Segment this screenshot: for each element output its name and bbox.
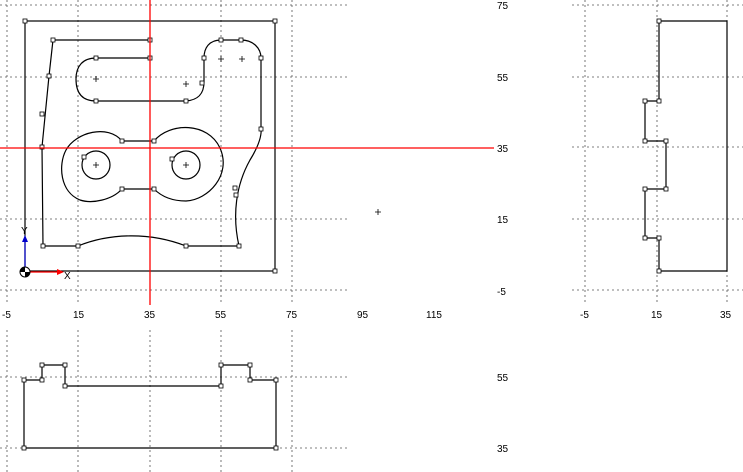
tick-label: 15 [651, 310, 663, 321]
origin-marker-icon [19, 266, 31, 278]
tick-label: 75 [497, 1, 509, 12]
right-hole [171, 150, 201, 180]
tick-label: 15 [73, 310, 85, 321]
left-hole [81, 150, 111, 180]
double-boss-outline [61, 127, 224, 203]
y-axis-label: Y [21, 226, 28, 237]
tick-label: 35 [497, 144, 509, 155]
tick-label: 55 [497, 373, 509, 384]
top-view-x-ticks: -5 15 35 55 75 95 115 [2, 310, 442, 321]
axis-indicator: X Y [19, 226, 71, 282]
tick-label: -5 [497, 287, 506, 298]
tick-label: 35 [720, 310, 732, 321]
front-view-y-ticks: 55 35 [497, 373, 509, 455]
tick-label: 115 [426, 310, 442, 321]
top-view-y-ticks: 75 55 35 15 -5 [497, 1, 509, 298]
tick-label: -5 [2, 310, 11, 321]
point-cross-icons [93, 56, 381, 215]
tick-label: 55 [497, 73, 509, 84]
cursor-crosshair [0, 0, 494, 305]
tick-label: 95 [357, 310, 369, 321]
tick-label: 55 [215, 310, 227, 321]
x-axis-label: X [64, 271, 71, 282]
front-view[interactable] [21, 362, 279, 451]
side-view-x-ticks: -5 15 35 [580, 310, 732, 321]
side-view[interactable] [642, 18, 728, 274]
top-view[interactable] [22, 18, 381, 274]
part-outline [41, 39, 262, 247]
tick-label: 35 [144, 310, 156, 321]
tick-label: 35 [497, 444, 509, 455]
tick-label: 75 [286, 310, 298, 321]
tick-label: -5 [580, 310, 589, 321]
tick-label: 15 [497, 215, 509, 226]
